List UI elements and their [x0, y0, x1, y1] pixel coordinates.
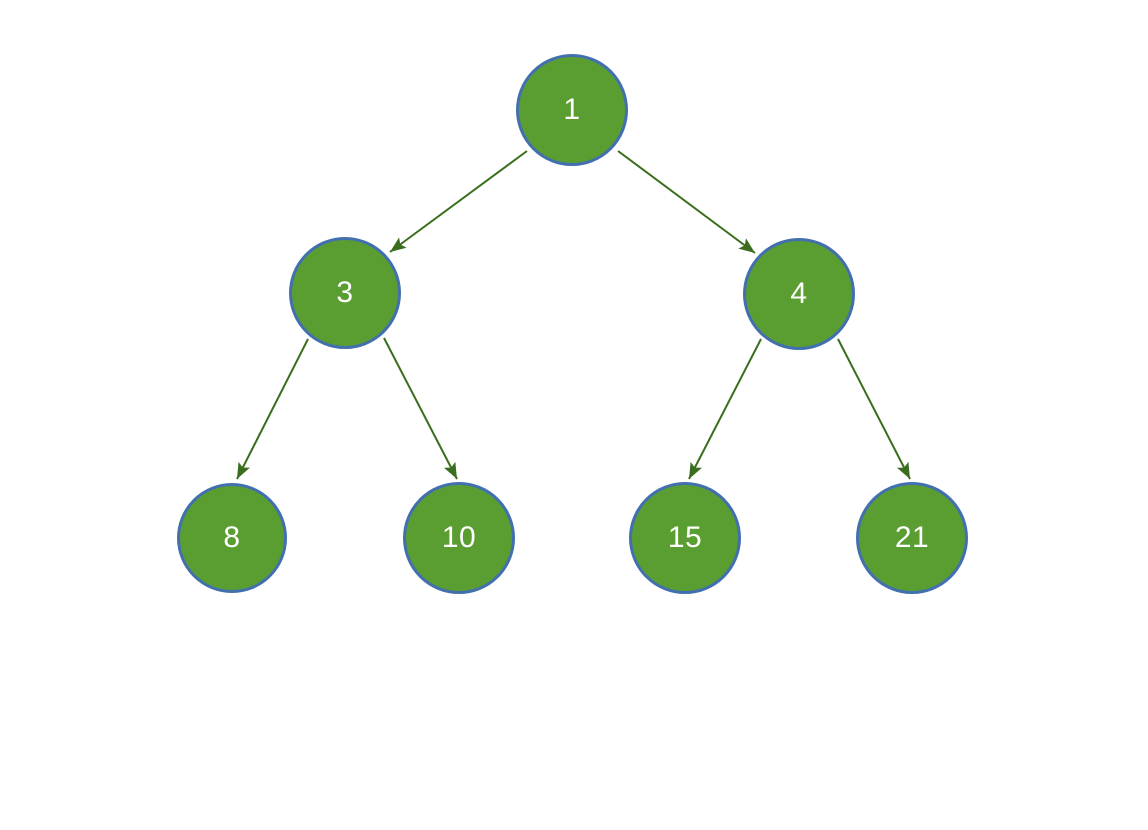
tree-node-label: 4	[790, 277, 808, 310]
tree-edge-n3-to-n10	[383, 337, 458, 480]
tree-node-4[interactable]: 4	[743, 238, 855, 350]
tree-edge-n1-to-n4	[617, 150, 756, 254]
tree-edge-n4-to-n15	[688, 338, 762, 480]
tree-node-15[interactable]: 15	[629, 482, 741, 594]
tree-node-10[interactable]: 10	[403, 482, 515, 594]
tree-node-8[interactable]: 8	[177, 483, 287, 593]
tree-node-1[interactable]: 1	[516, 54, 628, 166]
tree-node-label: 3	[336, 276, 354, 309]
tree-edge-n3-to-n8	[236, 338, 309, 480]
tree-node-label: 8	[223, 521, 241, 554]
tree-edge-n1-to-n3	[389, 150, 528, 253]
tree-node-label: 15	[667, 521, 703, 554]
tree-node-label: 1	[563, 93, 581, 126]
tree-edge-n4-to-n21	[837, 338, 911, 480]
tree-node-21[interactable]: 21	[856, 482, 968, 594]
tree-node-label: 21	[894, 521, 930, 554]
tree-node-label: 10	[441, 521, 477, 554]
tree-node-3[interactable]: 3	[289, 237, 401, 349]
